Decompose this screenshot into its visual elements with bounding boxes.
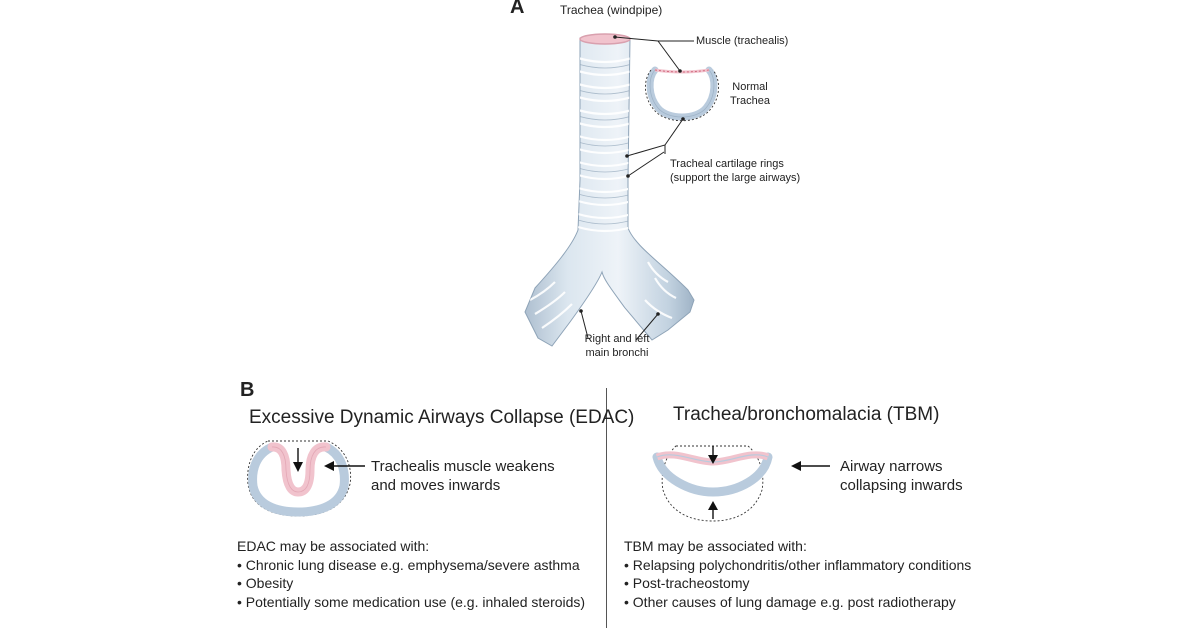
normal-label-line1: Normal — [732, 81, 768, 93]
normal-trachea-cross-section — [645, 66, 719, 122]
trachea-illustration — [524, 33, 695, 347]
bronchi-label-line2: main bronchi — [585, 347, 649, 359]
panel-a-letter: A — [510, 0, 525, 18]
edac-assoc-item: • Obesity — [237, 575, 294, 591]
edac-associations: EDAC may be associated with: • Chronic l… — [237, 537, 585, 611]
tbm-title: Trachea/bronchomalacia (TBM) — [673, 404, 940, 425]
bronchi-label-line1: Right and left — [584, 333, 650, 345]
cartilage-rings — [529, 56, 677, 329]
tbm-assoc-heading: TBM may be associated with: — [624, 538, 807, 554]
edac-note-line2: and moves inwards — [371, 477, 501, 494]
tbm-cross-section — [652, 445, 773, 522]
bronchi-label: Right and left main bronchi — [574, 332, 660, 360]
tbm-associations: TBM may be associated with: • Relapsing … — [624, 537, 971, 611]
leader-lines-a — [580, 36, 694, 341]
edac-assoc-item: • Chronic lung disease e.g. emphysema/se… — [237, 556, 580, 573]
trachea-top-opening — [579, 33, 631, 45]
panel-b-letter: B — [240, 379, 255, 401]
edac-title: Excessive Dynamic Airways Collapse (EDAC… — [249, 407, 635, 428]
edac-note-line1: Trachealis muscle weakens — [371, 458, 555, 475]
muscle-label: Muscle (trachealis) — [696, 35, 789, 47]
trachea-title: Trachea (windpipe) — [560, 3, 663, 17]
leader-dots-a — [579, 35, 685, 316]
tbm-note-line1: Airway narrows — [840, 458, 943, 475]
cartilage-label-line2: (support the large airways) — [670, 172, 801, 184]
edac-cross-section — [247, 440, 352, 517]
edac-note: Trachealis muscle weakens and moves inwa… — [371, 457, 555, 495]
edac-assoc-item: • Potentially some medication use (e.g. … — [237, 593, 586, 610]
edac-pointer-arrow — [324, 461, 365, 471]
normal-label-line2: Trachea — [730, 95, 770, 107]
tbm-assoc-item: • Post-tracheostomy — [624, 575, 750, 591]
edac-assoc-heading: EDAC may be associated with: — [237, 538, 430, 554]
cartilage-label-line1: Tracheal cartilage rings — [670, 158, 784, 170]
tbm-note: Airway narrows collapsing inwards — [840, 457, 963, 495]
tbm-assoc-item: • Other causes of lung damage e.g. post … — [624, 593, 956, 610]
tbm-note-line2: collapsing inwards — [840, 477, 963, 494]
panel-divider — [606, 388, 607, 628]
tbm-pointer-arrow — [791, 461, 830, 471]
normal-trachea-label: Normal Trachea — [722, 80, 778, 108]
tbm-assoc-item: • Relapsing polychondritis/other inflamm… — [624, 556, 972, 573]
cartilage-label: Tracheal cartilage rings (support the la… — [670, 157, 800, 185]
